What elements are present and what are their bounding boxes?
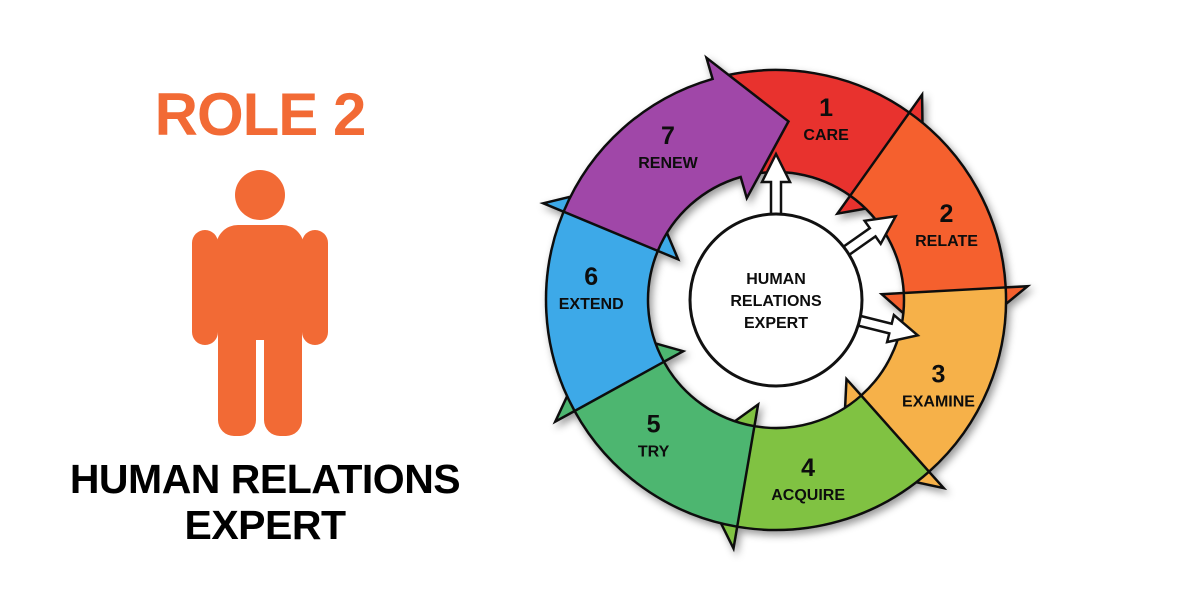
- role-title: ROLE 2: [154, 81, 367, 148]
- cycle-step-3-label: EXAMINE: [902, 394, 975, 411]
- person-icon: [192, 170, 328, 436]
- cycle-step-6-label: EXTEND: [559, 296, 624, 313]
- cycle-step-1-number: 1: [819, 94, 833, 122]
- cycle-step-5-number: 5: [647, 411, 661, 439]
- cycle-step-5-label: TRY: [638, 444, 670, 461]
- cycle-step-1-label: CARE: [803, 127, 849, 144]
- role-panel: ROLE 2 HUMAN RELATIONS EXPERT: [0, 0, 520, 600]
- cycle-step-4-label: ACQUIRE: [771, 487, 845, 504]
- cycle-step-2-label: RELATE: [915, 233, 978, 250]
- caption-line-2: EXPERT: [184, 502, 346, 548]
- caption-line-1: HUMAN RELATIONS: [69, 456, 461, 502]
- cycle-step-7-label: RENEW: [638, 155, 698, 172]
- cycle-step-4-number: 4: [801, 454, 815, 482]
- center-hub: HUMAN RELATIONS EXPERT: [688, 212, 864, 388]
- cycle-step-2-number: 2: [940, 200, 954, 228]
- cycle-step-3-number: 3: [932, 361, 946, 389]
- expert-caption: HUMAN RELATIONS EXPERT: [0, 456, 530, 548]
- center-pointer-arrows: [759, 151, 921, 344]
- cycle-step-6-number: 6: [584, 263, 598, 291]
- center-label-line-1: HUMAN: [746, 271, 806, 288]
- cycle-step-7-arrow: [561, 54, 791, 253]
- center-label-line-3: EXPERT: [744, 315, 808, 332]
- center-label-line-2: RELATIONS: [730, 293, 822, 310]
- cycle-step-7-number: 7: [661, 122, 675, 150]
